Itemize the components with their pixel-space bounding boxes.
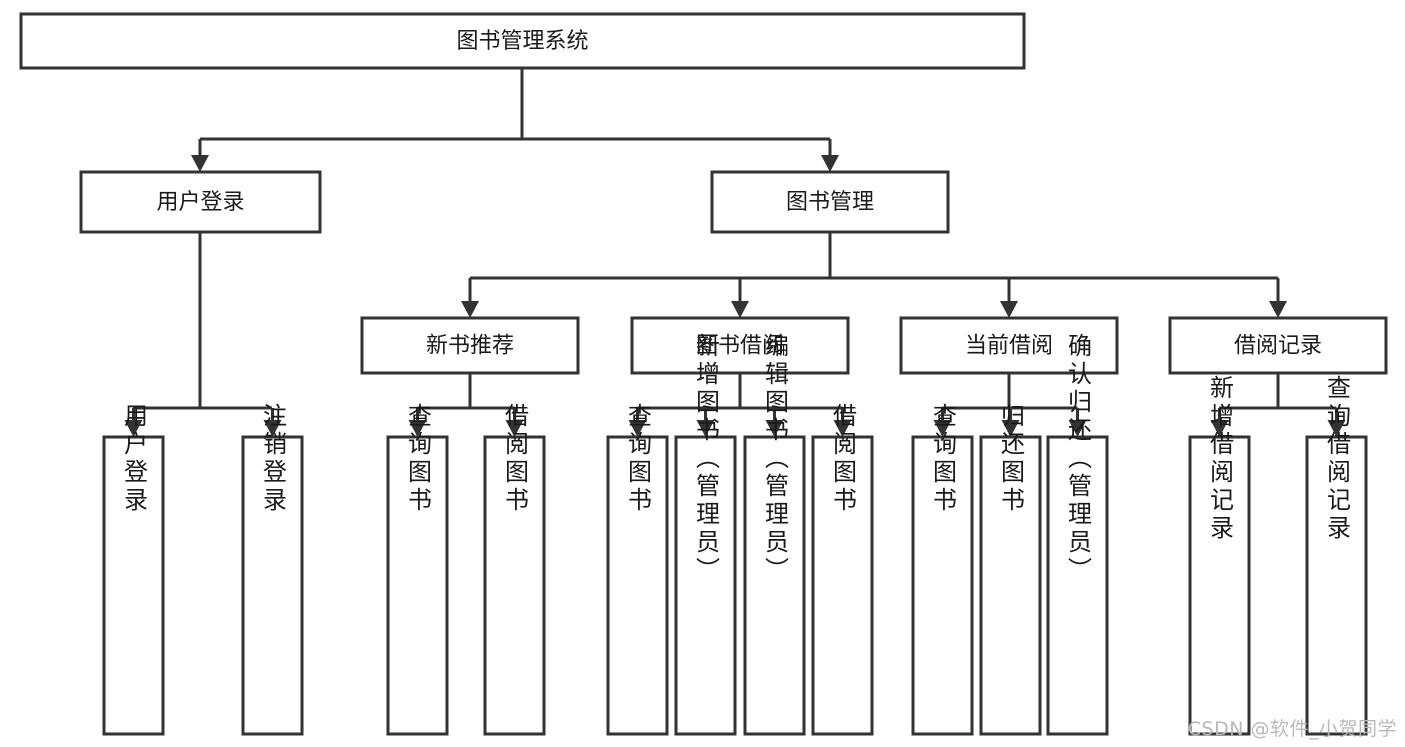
to-leaf-user-logout-arrowhead — [263, 420, 282, 437]
node-leaf-confirm-return-admin[interactable]: 确认归还（管理员） — [1046, 333, 1109, 736]
node-label-user-login: 用户登录 — [156, 190, 244, 215]
node-label-root: 图书管理系统 — [456, 29, 588, 54]
node-label-leaf-add-book-admin: 新增图书（管理员） — [692, 333, 720, 585]
node-box-leaf-user-login — [102, 435, 165, 736]
node-label-leaf-user-logout: 注销登录 — [259, 403, 287, 515]
node-label-leaf-query-book-borrow: 查询图书 — [624, 403, 652, 515]
node-leaf-query-borrow-record[interactable]: 查询借阅记录 — [1305, 375, 1368, 736]
node-leaf-user-login[interactable]: 用户登录 — [102, 403, 165, 736]
node-box-leaf-borrow-book — [811, 435, 874, 736]
node-box-leaf-add-book-admin — [674, 435, 737, 736]
node-label-borrow-record: 借阅记录 — [1234, 334, 1322, 359]
node-leaf-add-borrow-record[interactable]: 新增借阅记录 — [1188, 375, 1251, 736]
node-label-leaf-query-borrow-record: 查询借阅记录 — [1323, 375, 1351, 543]
node-label-leaf-query-book-current: 查询图书 — [929, 403, 957, 515]
node-current-borrow[interactable]: 当前借阅 — [899, 316, 1119, 375]
node-leaf-borrow-book-recommend[interactable]: 借阅图书 — [483, 403, 546, 736]
book-management-to-current-borrow-arrowhead — [1000, 301, 1018, 318]
node-leaf-edit-book-admin[interactable]: 编辑图书（管理员） — [743, 333, 806, 736]
node-box-root — [19, 12, 1026, 70]
node-borrow-record[interactable]: 借阅记录 — [1168, 316, 1388, 375]
node-label-leaf-add-borrow-record: 新增借阅记录 — [1206, 375, 1234, 543]
node-box-leaf-return-book — [979, 435, 1042, 736]
node-box-leaf-query-book-borrow — [606, 435, 669, 736]
node-label-leaf-edit-book-admin: 编辑图书（管理员） — [761, 333, 789, 585]
node-box-book-management — [710, 170, 950, 234]
book-management-to-book-borrow-arrowhead — [731, 301, 749, 318]
to-leaf-query-borrow-record-arrowhead — [1327, 420, 1346, 437]
node-leaf-user-logout[interactable]: 注销登录 — [241, 403, 304, 736]
node-root[interactable]: 图书管理系统 — [19, 12, 1026, 70]
node-leaf-query-book-current[interactable]: 查询图书 — [911, 403, 974, 736]
node-leaf-query-book-borrow[interactable]: 查询图书 — [606, 403, 669, 736]
root-to-book-management-arrowhead — [821, 155, 839, 172]
node-leaf-query-book-recommend[interactable]: 查询图书 — [386, 403, 449, 736]
node-label-leaf-confirm-return-admin: 确认归还（管理员） — [1064, 333, 1092, 585]
node-box-leaf-query-borrow-record — [1305, 435, 1368, 736]
node-book-management[interactable]: 图书管理 — [710, 170, 950, 234]
node-label-leaf-borrow-book: 借阅图书 — [829, 403, 857, 515]
node-label-leaf-query-book-recommend: 查询图书 — [404, 403, 432, 515]
node-box-leaf-edit-book-admin — [743, 435, 806, 736]
node-box-leaf-borrow-book-recommend — [483, 435, 546, 736]
node-box-new-book-recommend — [360, 316, 580, 375]
node-box-book-borrow — [630, 316, 850, 375]
node-label-current-borrow: 当前借阅 — [965, 334, 1053, 359]
to-leaf-query-book-borrow-arrowhead — [628, 420, 647, 437]
node-box-user-login — [79, 170, 322, 234]
node-box-borrow-record — [1168, 316, 1388, 375]
node-book-borrow[interactable]: 图书借阅 — [630, 316, 850, 375]
node-leaf-return-book[interactable]: 归还图书 — [979, 403, 1042, 736]
to-leaf-add-book-admin-arrowhead — [696, 420, 715, 437]
root-to-user-login-arrowhead — [191, 155, 209, 172]
to-leaf-query-book-recommend-arrowhead — [408, 420, 427, 437]
to-leaf-edit-book-admin-arrowhead — [765, 420, 784, 437]
node-box-leaf-confirm-return-admin — [1046, 435, 1109, 736]
node-box-leaf-add-borrow-record — [1188, 435, 1251, 736]
node-user-login[interactable]: 用户登录 — [79, 170, 322, 234]
node-box-leaf-query-book-current — [911, 435, 974, 736]
to-leaf-user-login-arrowhead — [124, 420, 143, 437]
node-label-book-borrow: 图书借阅 — [696, 334, 784, 359]
node-label-new-book-recommend: 新书推荐 — [426, 334, 514, 359]
node-box-leaf-user-logout — [241, 435, 304, 736]
to-leaf-confirm-return-admin-arrowhead — [1068, 420, 1087, 437]
node-leaf-add-book-admin[interactable]: 新增图书（管理员） — [674, 333, 737, 736]
node-box-current-borrow — [899, 316, 1119, 375]
node-label-leaf-return-book: 归还图书 — [997, 403, 1025, 515]
node-new-book-recommend[interactable]: 新书推荐 — [360, 316, 580, 375]
node-label-book-management: 图书管理 — [786, 190, 874, 215]
to-leaf-query-book-current-arrowhead — [933, 420, 952, 437]
to-leaf-add-borrow-record-arrowhead — [1210, 420, 1229, 437]
node-leaf-borrow-book[interactable]: 借阅图书 — [811, 403, 874, 736]
book-management-to-borrow-record-arrowhead — [1269, 301, 1287, 318]
to-leaf-return-book-arrowhead — [1001, 420, 1020, 437]
node-label-leaf-borrow-book-recommend: 借阅图书 — [501, 403, 529, 515]
book-management-to-new-book-recommend-arrowhead — [461, 301, 479, 318]
to-leaf-borrow-book-recommend-arrowhead — [505, 420, 524, 437]
to-leaf-borrow-book-arrowhead — [833, 420, 852, 437]
node-box-leaf-query-book-recommend — [386, 435, 449, 736]
node-label-leaf-user-login: 用户登录 — [120, 403, 148, 515]
